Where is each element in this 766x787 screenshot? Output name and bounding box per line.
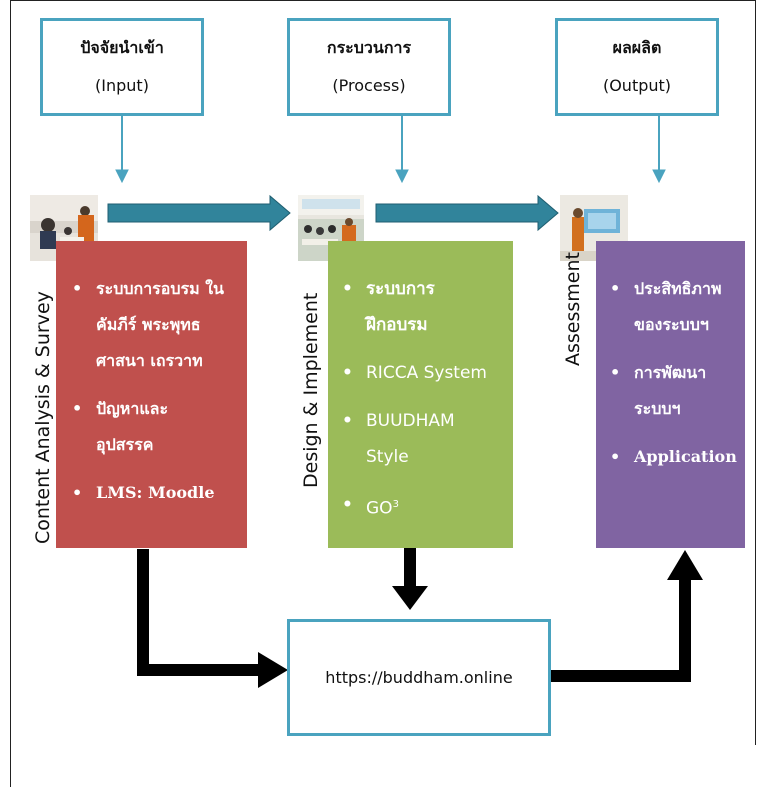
phase-input-box: ปัจจัยนำเข้า (Input)	[40, 18, 204, 116]
connector-analysis-to-url	[137, 549, 288, 688]
output-down-arrow	[652, 116, 666, 184]
phase-input-title: ปัจจัยนำเข้า	[80, 38, 164, 58]
frame-right-line	[755, 0, 756, 745]
input-down-arrow	[115, 116, 129, 184]
assessment-item: ประสิทธิภาพ ของระบบฯ	[610, 271, 744, 343]
phase-process-box: กระบวนการ (Process)	[287, 18, 451, 116]
phase-process-title: กระบวนการ	[326, 38, 412, 58]
assessment-item: การพัฒนา ระบบฯ	[610, 355, 724, 427]
phase-output-box: ผลผลิต (Output)	[555, 18, 719, 116]
process-down-arrow	[395, 116, 409, 184]
analysis-item: ปัญหาและ อุปสรรค	[72, 391, 206, 463]
analysis-panel: ระบบการอบรม ในคัมภีร์ พระพุทธศาสนา เถรวา…	[56, 241, 247, 548]
design-item: ระบบการ ฝึกอบรม	[342, 271, 456, 343]
assessment-item: Application	[610, 439, 737, 475]
go-superscript: 3	[392, 499, 399, 510]
design-item: RICCA System	[342, 355, 503, 391]
analysis-item: LMS: Moodle	[72, 475, 237, 511]
frame-left-line	[10, 0, 11, 787]
phase-process-subtitle: (Process)	[332, 76, 406, 95]
design-list: ระบบการ ฝึกอบรม RICCA System BUUDHAM Sty…	[342, 271, 503, 527]
phase-input-subtitle: (Input)	[95, 76, 149, 95]
platform-url-box: https://buddham.online	[287, 619, 551, 736]
design-item: BUUDHAM Style	[342, 403, 466, 475]
flow-arrow-process-to-output	[375, 194, 559, 232]
connector-design-to-url	[392, 548, 428, 610]
analysis-item: ระบบการอบรม ในคัมภีร์ พระพุทธศาสนา เถรวา…	[72, 271, 236, 379]
analysis-list: ระบบการอบรม ในคัมภีร์ พระพุทธศาสนา เถรวา…	[72, 271, 237, 511]
design-panel: ระบบการ ฝึกอบรม RICCA System BUUDHAM Sty…	[328, 241, 513, 548]
connector-url-to-assessment	[551, 550, 703, 682]
flow-arrow-input-to-process	[107, 194, 291, 232]
phase-output-subtitle: (Output)	[602, 76, 672, 95]
design-item: GO3	[342, 487, 503, 527]
platform-url-text: https://buddham.online	[325, 668, 513, 687]
go-text: GO	[366, 498, 393, 519]
frame-top-line	[10, 0, 756, 1]
phase-output-title: ผลผลิต	[612, 38, 662, 58]
assessment-list: ประสิทธิภาพ ของระบบฯ การพัฒนา ระบบฯ Appl…	[610, 271, 737, 475]
analysis-photo	[30, 195, 98, 261]
assessment-panel: ประสิทธิภาพ ของระบบฯ การพัฒนา ระบบฯ Appl…	[596, 241, 745, 548]
